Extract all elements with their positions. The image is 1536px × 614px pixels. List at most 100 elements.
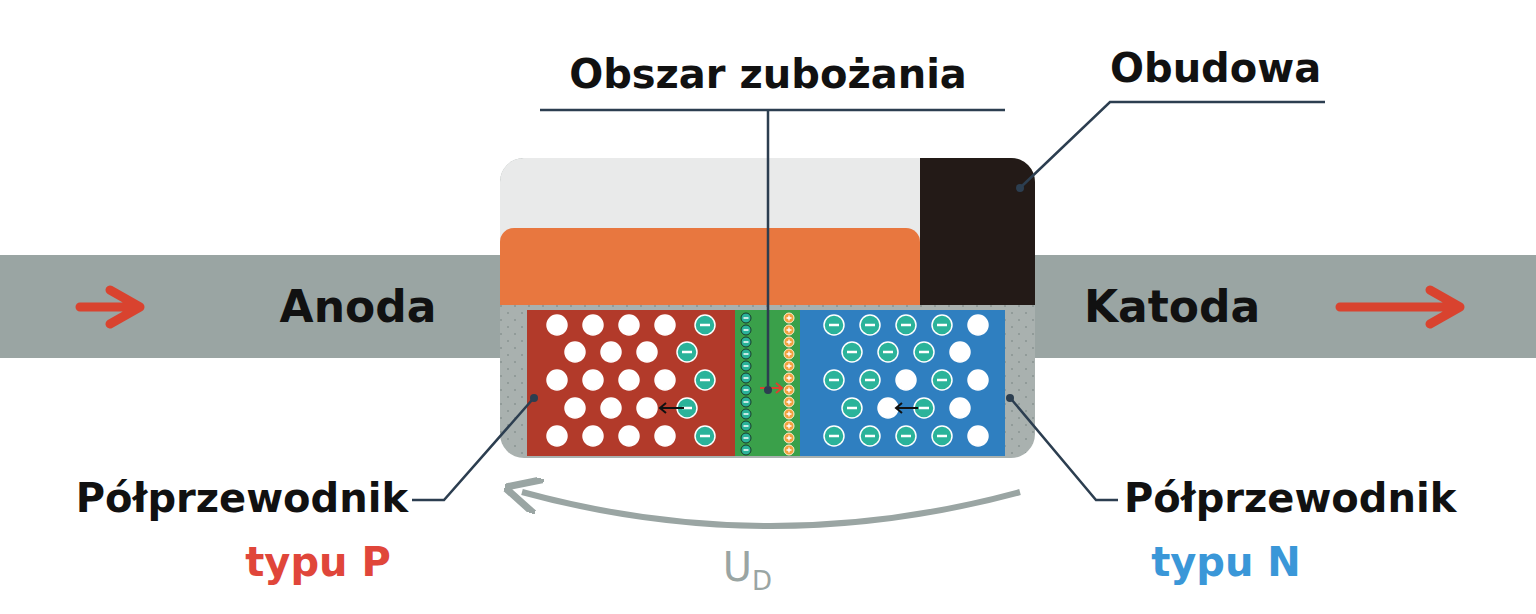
ion-sign	[787, 340, 792, 345]
negative-ion	[741, 385, 751, 395]
hole-carrier	[583, 315, 603, 335]
minus-sign	[919, 407, 929, 410]
ion-sign	[787, 316, 792, 321]
carrier-circle	[842, 398, 862, 418]
hole-carrier	[950, 342, 970, 362]
carrier-circle	[695, 315, 715, 335]
minus-sign	[865, 379, 875, 382]
negative-ion	[741, 325, 751, 335]
minus-sign	[883, 351, 893, 354]
carrier-circle	[619, 370, 639, 390]
region-label: Obszar zubożania	[569, 52, 967, 96]
hole-carrier	[565, 398, 585, 418]
carrier-circle	[583, 370, 603, 390]
hole-carrier	[619, 426, 639, 446]
type-label: typu P	[245, 540, 391, 584]
negative-ion	[741, 409, 751, 419]
hole-carrier	[583, 370, 603, 390]
part-label: Obudowa	[1110, 46, 1321, 90]
cathode-band	[920, 158, 1035, 305]
part-label: Półprzewodnik	[1124, 476, 1456, 520]
negative-ion	[741, 361, 751, 371]
positive-ion	[784, 373, 794, 383]
ion-circle	[741, 361, 751, 371]
electron-carrier	[824, 370, 844, 390]
leader-dot	[764, 386, 772, 394]
voltage-subscript: D	[752, 567, 772, 596]
ion-circle	[741, 325, 751, 335]
carrier-circle	[860, 426, 880, 446]
carrier-circle	[950, 342, 970, 362]
electron-carrier	[824, 426, 844, 446]
positive-ion	[784, 397, 794, 407]
carrier-circle	[914, 342, 934, 362]
ion-sign	[787, 364, 792, 369]
carrier-circle	[968, 426, 988, 446]
carrier-circle	[824, 315, 844, 335]
ion-circle	[741, 373, 751, 383]
carrier-circle	[860, 370, 880, 390]
ion-sign	[744, 341, 749, 342]
ion-sign	[787, 352, 792, 357]
carrier-circle	[601, 342, 621, 362]
electron-carrier	[824, 315, 844, 335]
carrier-circle	[565, 398, 585, 418]
ion-sign	[744, 317, 749, 318]
ion-sign	[787, 400, 792, 405]
type-label: typu N	[1151, 540, 1301, 584]
carrier-circle	[601, 398, 621, 418]
ion-sign	[787, 448, 792, 453]
ion-sign	[744, 449, 749, 450]
positive-ion	[784, 349, 794, 359]
positive-ion	[784, 337, 794, 347]
hole-carrier	[637, 398, 657, 418]
negative-ion	[741, 373, 751, 383]
carrier-circle	[896, 315, 916, 335]
carrier-circle	[824, 370, 844, 390]
ion-sign	[787, 376, 792, 381]
part-label: Półprzewodnik	[76, 476, 408, 520]
ion-circle	[784, 445, 794, 455]
negative-ion	[741, 445, 751, 455]
minus-sign	[700, 379, 710, 382]
negative-ion	[741, 421, 751, 431]
minus-sign	[682, 351, 692, 354]
minus-sign	[829, 379, 839, 382]
ion-sign	[787, 328, 792, 333]
carrier-circle	[950, 398, 970, 418]
hole-carrier	[583, 426, 603, 446]
electron-carrier	[896, 315, 916, 335]
carrier-circle	[842, 342, 862, 362]
body-stripe	[500, 228, 920, 305]
ion-circle	[784, 421, 794, 431]
ion-circle	[784, 433, 794, 443]
hole-carrier	[547, 370, 567, 390]
minus-sign	[700, 324, 710, 327]
carrier-circle	[968, 370, 988, 390]
electron-carrier	[695, 315, 715, 335]
ion-sign	[744, 329, 749, 330]
voltage-symbol: U	[723, 545, 752, 589]
negative-ion	[741, 349, 751, 359]
electron-carrier	[914, 342, 934, 362]
ion-sign	[744, 377, 749, 378]
carrier-circle	[677, 342, 697, 362]
minus-sign	[700, 435, 710, 438]
hole-carrier	[896, 370, 916, 390]
negative-ion	[741, 337, 751, 347]
body-top	[500, 158, 920, 305]
carrier-circle	[896, 370, 916, 390]
p-region	[527, 310, 735, 456]
leader-line	[1022, 102, 1325, 186]
positive-ion	[784, 409, 794, 419]
ion-circle	[741, 337, 751, 347]
current-arrow	[1340, 290, 1460, 324]
hole-carrier	[565, 342, 585, 362]
ion-circle	[784, 325, 794, 335]
hole-carrier	[547, 426, 567, 446]
carrier-circle	[860, 315, 880, 335]
positive-ion	[784, 313, 794, 323]
leader-line	[1012, 400, 1118, 500]
electron-carrier	[677, 342, 697, 362]
